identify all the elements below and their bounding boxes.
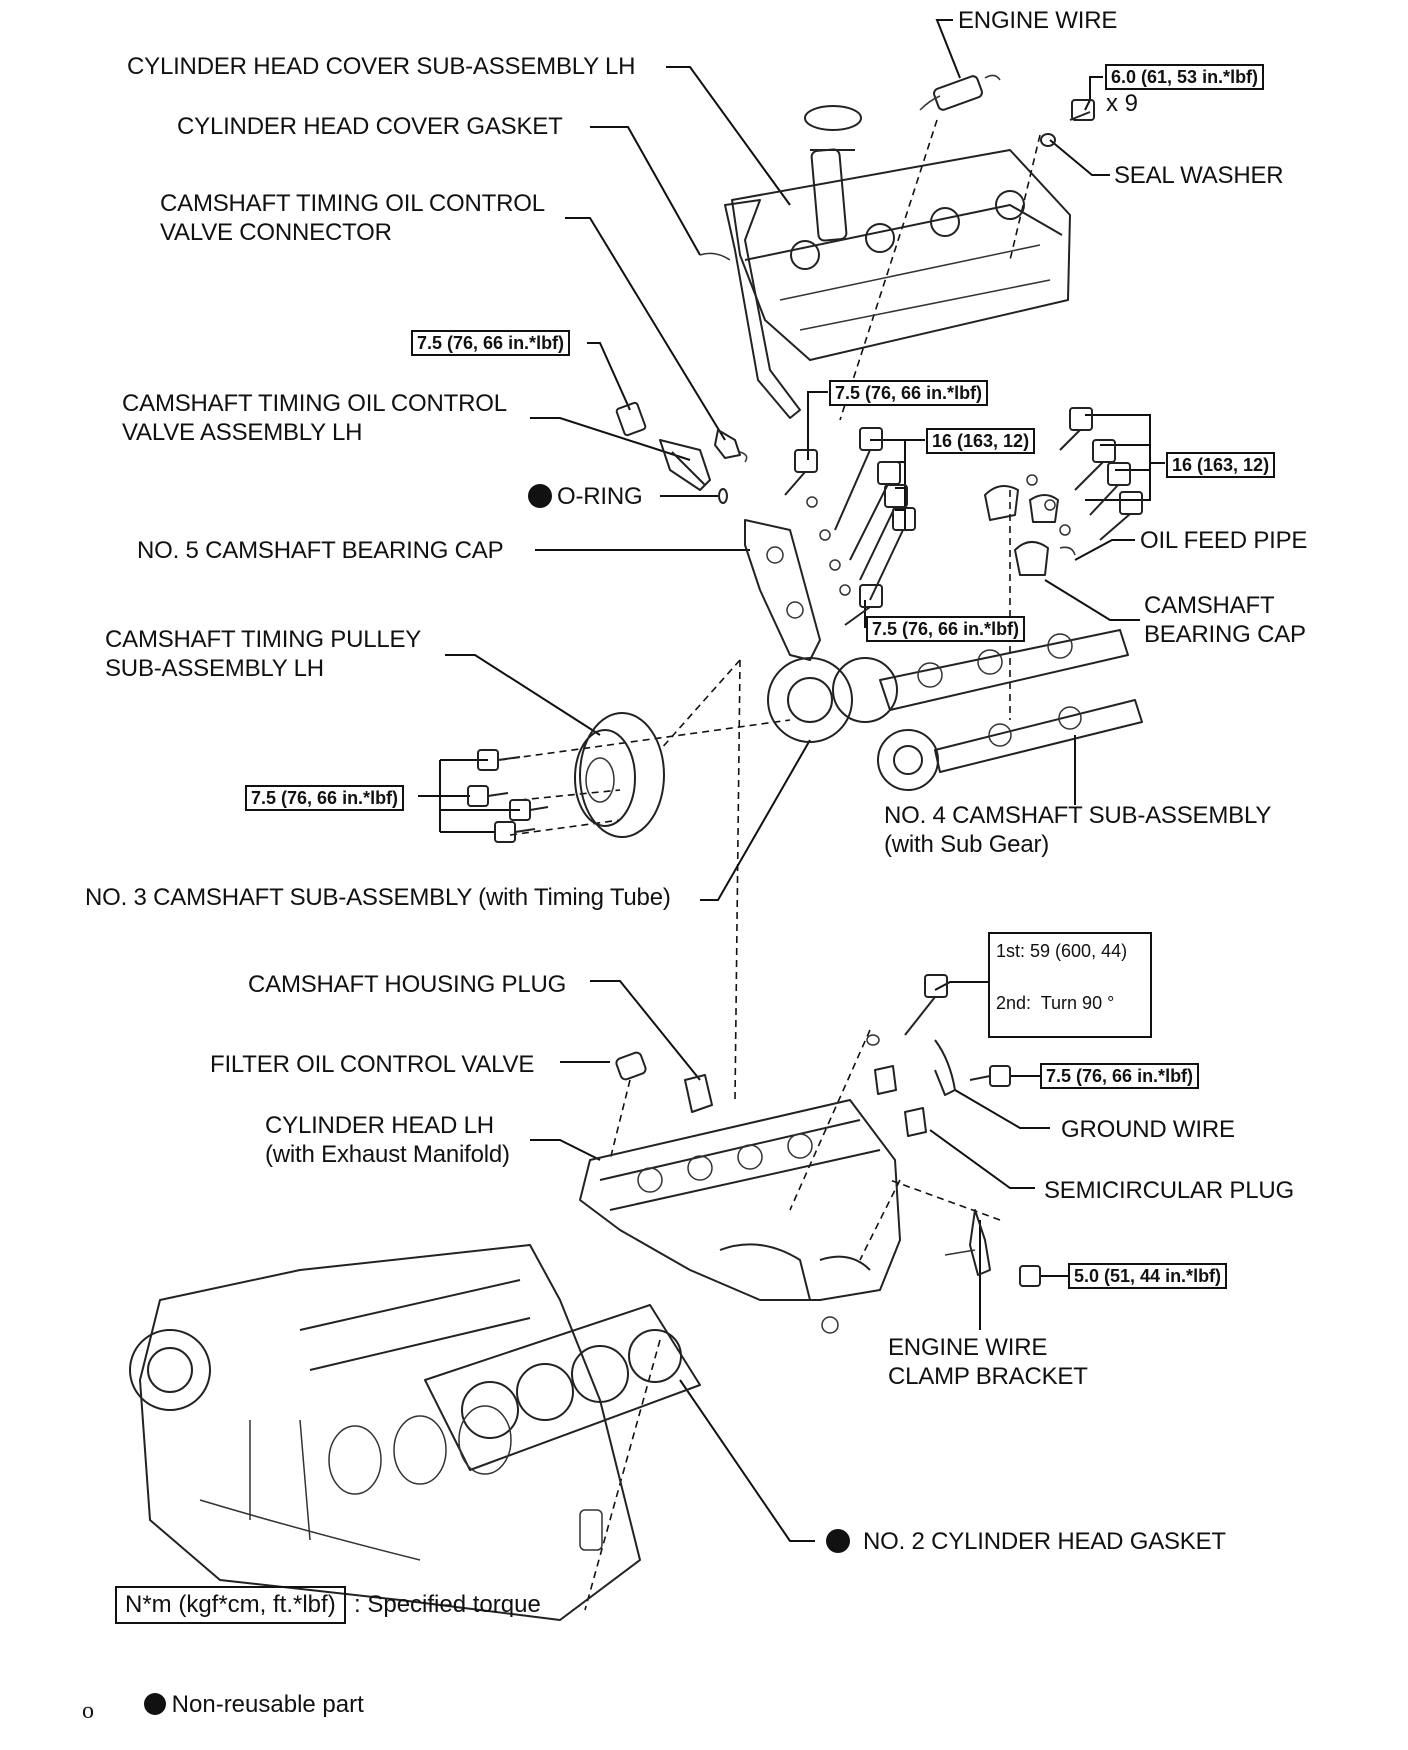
part-o-ring	[718, 488, 728, 504]
page-mark: o	[82, 1698, 94, 1724]
part-ground-wire	[934, 1039, 1011, 1096]
legend-torque-description: : Specified torque	[354, 1591, 541, 1618]
label-filter-oil-control-valve: FILTER OIL CONTROL VALVE	[210, 1051, 535, 1078]
label-clamp-bracket-line2: CLAMP BRACKET	[888, 1363, 1088, 1390]
label-clamp-bracket-line1: ENGINE WIRE	[888, 1334, 1048, 1361]
part-ocv-assembly	[615, 401, 711, 491]
legend-torque-box: N*m (kgf*cm, ft.*lbf)	[115, 1586, 346, 1624]
label-cylinder-head-line2: (with Exhaust Manifold)	[265, 1141, 510, 1168]
label-no3-camshaft: NO. 3 CAMSHAFT SUB-ASSEMBLY (with Timing…	[85, 884, 671, 911]
part-cover-bolts-and-washer	[1040, 99, 1095, 147]
torque-pulley-bolts: 7.5 (76, 66 in.*lbf)	[245, 785, 405, 811]
part-engine-block	[129, 1244, 641, 1621]
non-reusable-dot-o-ring	[528, 484, 552, 508]
torque-head-bolt-2nd: 2nd: Turn 90 °	[996, 993, 1115, 1013]
label-ocv-assembly-line2: VALVE ASSEMBLY LH	[122, 419, 363, 446]
label-ocv-assembly-line1: CAMSHAFT TIMING OIL CONTROL	[122, 390, 507, 417]
part-housing-plug	[684, 1074, 713, 1113]
part-semicircular-plugs	[874, 1065, 927, 1137]
part-pulley-bolts	[467, 749, 549, 843]
legend-non-reusable-text: Non-reusable part	[171, 1691, 364, 1718]
part-head-bolt	[866, 974, 948, 1046]
label-no4-camshaft-line1: NO. 4 CAMSHAFT SUB-ASSEMBLY	[884, 802, 1272, 829]
torque-cover-bolts: 6.0 (61, 53 in.*lbf)	[1105, 64, 1265, 90]
label-timing-pulley-line1: CAMSHAFT TIMING PULLEY	[105, 626, 422, 653]
torque-head-bolt-1st: 1st: 59 (600, 44)	[996, 941, 1128, 961]
label-no5-camshaft-bearing-cap: NO. 5 CAMSHAFT BEARING CAP	[137, 537, 504, 564]
label-ocv-connector-line2: VALVE CONNECTOR	[160, 219, 392, 246]
label-camshaft-bearing-cap-line1: CAMSHAFT	[1144, 592, 1275, 619]
part-head-cover-gasket	[699, 199, 801, 419]
label-camshaft-housing-plug: CAMSHAFT HOUSING PLUG	[248, 971, 567, 998]
part-cylinder-head	[579, 1099, 901, 1334]
torque-lower-cap-bolt: 7.5 (76, 66 in.*lbf)	[866, 616, 1026, 642]
label-ground-wire: GROUND WIRE	[1061, 1116, 1235, 1143]
cover-bolts-quantity: x 9	[1106, 90, 1139, 117]
label-no2-cylinder-head-gasket: NO. 2 CYLINDER HEAD GASKET	[863, 1528, 1226, 1555]
label-no4-camshaft-line2: (with Sub Gear)	[884, 831, 1050, 858]
torque-no5-cap-bolt: 7.5 (76, 66 in.*lbf)	[829, 380, 989, 406]
part-clamp-bracket	[944, 1209, 1041, 1287]
torque-cylinder-head-bolt: 1st: 59 (600, 44) 2nd: Turn 90 °	[988, 932, 1152, 1038]
label-cylinder-head-cover-gasket: CYLINDER HEAD COVER GASKET	[177, 113, 563, 140]
part-ocv-connector	[714, 429, 748, 463]
label-engine-wire: ENGINE WIRE	[958, 7, 1118, 34]
label-oil-feed-pipe: OIL FEED PIPE	[1140, 527, 1308, 554]
label-timing-pulley-line2: SUB-ASSEMBLY LH	[105, 655, 324, 682]
part-no3-camshaft	[767, 629, 1129, 743]
part-no4-camshaft	[877, 699, 1143, 791]
label-ocv-connector-line1: CAMSHAFT TIMING OIL CONTROL	[160, 190, 545, 217]
torque-ground-wire-bolt: 7.5 (76, 66 in.*lbf)	[1040, 1063, 1200, 1089]
part-no5-bearing-cap	[744, 519, 821, 661]
part-engine-wire-connector	[919, 74, 1001, 111]
label-seal-washer: SEAL WASHER	[1114, 162, 1284, 189]
part-cylinder-head-cover	[731, 105, 1071, 361]
label-cylinder-head-cover: CYLINDER HEAD COVER SUB-ASSEMBLY LH	[127, 53, 636, 80]
part-filter-ocv	[615, 1051, 647, 1081]
part-camshaft-bearing-caps	[984, 485, 1076, 576]
assembly-guide-lines	[499, 119, 1041, 1611]
non-reusable-dot-head-gasket	[826, 1529, 850, 1553]
legend-non-reusable: Non-reusable part	[117, 1660, 364, 1750]
part-timing-pulley	[574, 712, 665, 838]
part-head-gasket	[424, 1304, 701, 1471]
label-camshaft-bearing-cap-line2: BEARING CAP	[1144, 621, 1306, 648]
torque-clamp-bracket-bolt: 5.0 (51, 44 in.*lbf)	[1068, 1263, 1228, 1289]
torque-ocv-bolt: 7.5 (76, 66 in.*lbf)	[411, 330, 571, 356]
leader-lines	[418, 19, 1165, 1542]
label-cylinder-head-line1: CYLINDER HEAD LH	[265, 1112, 494, 1139]
torque-cap-bolts-a: 16 (163, 12)	[926, 428, 1036, 454]
non-reusable-dot-icon	[143, 1693, 166, 1715]
part-bearing-cap-bolts	[784, 427, 916, 626]
torque-cap-bolts-b: 16 (163, 12)	[1166, 452, 1276, 478]
label-o-ring: O-RING	[557, 483, 643, 510]
label-semicircular-plug: SEMICIRCULAR PLUG	[1044, 1177, 1294, 1204]
part-right-bearing-cap-bolts	[1026, 407, 1143, 541]
